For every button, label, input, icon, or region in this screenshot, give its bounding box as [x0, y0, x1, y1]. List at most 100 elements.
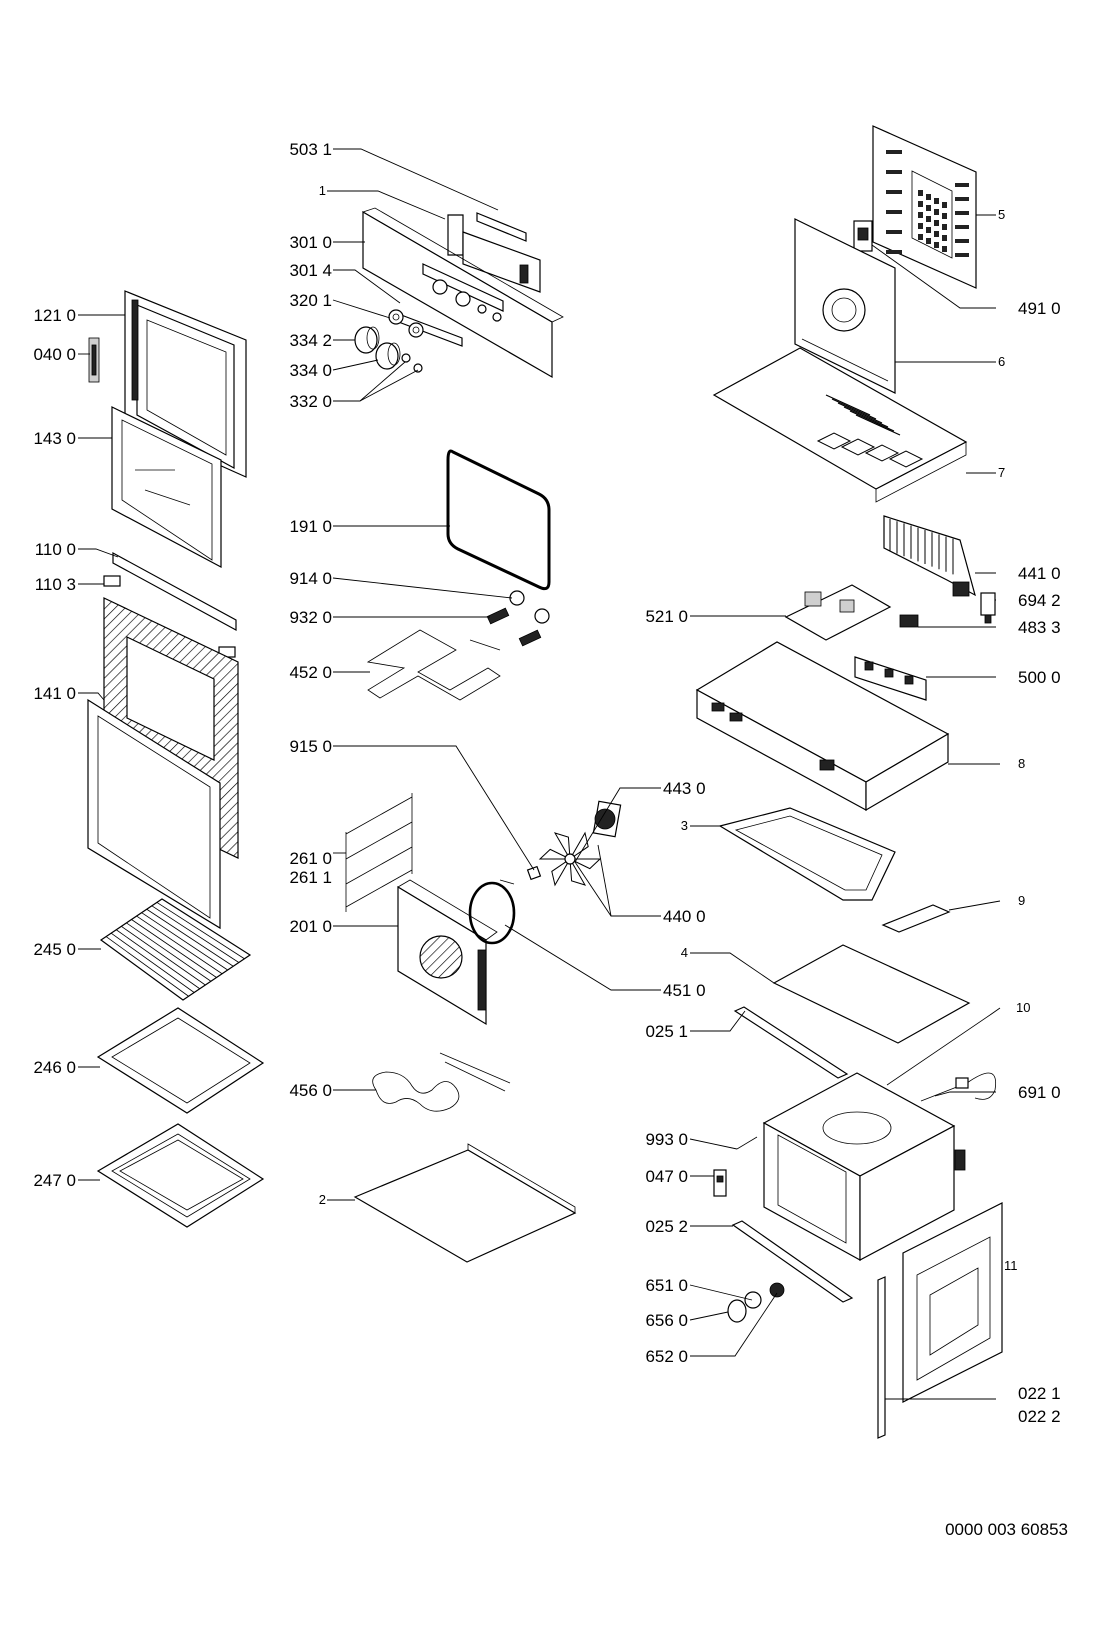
part-labels: 503 1 1 301 0 301 4 320 1 334 2 334 0 33…	[33, 140, 1068, 1539]
label-915-0: 915 0	[289, 737, 332, 756]
part-4-side-plate	[772, 944, 971, 1044]
label-247-0: 247 0	[33, 1171, 76, 1190]
label-521-0: 521 0	[645, 607, 688, 626]
part-915-0-fan-nut	[526, 865, 542, 881]
part-694-2-sensor	[980, 592, 996, 624]
part-10-strip	[886, 1014, 991, 1086]
label-334-0: 334 0	[289, 361, 332, 380]
label-025-2: 025 2	[645, 1217, 688, 1236]
label-651-0: 651 0	[645, 1276, 688, 1295]
label-121-0: 121 0	[33, 306, 76, 325]
label-656-0: 656 0	[645, 1311, 688, 1330]
label-441-0: 441 0	[1018, 564, 1061, 583]
label-5: 5	[998, 207, 1005, 222]
part-301-0-control-panel	[362, 207, 564, 379]
part-691-0-thermostat-probe	[920, 1072, 997, 1102]
part-oven-cavity	[762, 1072, 966, 1262]
label-1: 1	[319, 183, 326, 198]
label-443-0: 443 0	[663, 779, 706, 798]
part-441-0-cooling-fan	[883, 515, 976, 597]
part-334-2-knob	[354, 326, 380, 354]
part-5-rear-cover	[872, 125, 977, 289]
part-993-0-screw	[736, 1136, 758, 1150]
label-694-2: 694 2	[1018, 591, 1061, 610]
part-143-0-inner-glass	[111, 406, 222, 568]
part-201-0-rear-fan-panel	[397, 879, 498, 1026]
part-245-0-wire-rack	[99, 898, 252, 1001]
part-456-0-lower-element	[372, 1052, 511, 1112]
part-652-0-lamp-socket	[769, 1282, 785, 1298]
part-334-0-knob	[375, 342, 401, 370]
label-025-1: 025 1	[645, 1022, 688, 1041]
part-141-0-outer-door-glass	[87, 597, 239, 930]
label-3: 3	[681, 818, 688, 833]
part-521-0-switch-housing	[784, 584, 892, 641]
label-7: 7	[998, 465, 1005, 480]
part-2-bottom-plate	[353, 1143, 577, 1263]
part-320-1-knob-bezel	[388, 309, 424, 338]
label-332-0: 332 0	[289, 392, 332, 411]
label-993-0: 993 0	[645, 1130, 688, 1149]
label-440-0: 440 0	[663, 907, 706, 926]
part-110-0-door-trim	[112, 551, 237, 632]
label-6: 6	[998, 354, 1005, 369]
label-301-4: 301 4	[289, 261, 332, 280]
part-932-0-lamp-holder	[486, 607, 542, 647]
part-191-0-oven-seal	[446, 449, 551, 591]
label-491-0: 491 0	[1018, 299, 1061, 318]
label-334-2: 334 2	[289, 331, 332, 350]
label-10: 10	[1016, 1000, 1030, 1015]
leader-lines	[78, 148, 1001, 1400]
label-141-0: 141 0	[33, 684, 76, 703]
label-652-0: 652 0	[645, 1347, 688, 1366]
label-9: 9	[1018, 893, 1025, 908]
label-451-0: 451 0	[663, 981, 706, 1000]
part-1-control-bracket	[447, 214, 541, 293]
part-040-0-hinge	[88, 337, 100, 383]
part-483-3-connector	[899, 614, 919, 628]
label-110-3: 110 3	[35, 575, 76, 594]
part-9-bracket	[881, 904, 951, 933]
label-201-0: 201 0	[289, 917, 332, 936]
part-246-0-baking-tray	[96, 1007, 265, 1114]
part-500-0-switch-block	[854, 656, 927, 701]
part-451-0-ring-element	[468, 879, 516, 945]
part-3-air-deflector	[718, 807, 896, 901]
label-022-2: 022 2	[1018, 1407, 1061, 1426]
label-320-1: 320 1	[289, 291, 332, 310]
label-500-0: 500 0	[1018, 668, 1061, 687]
label-2: 2	[319, 1192, 326, 1207]
label-691-0: 691 0	[1018, 1083, 1061, 1102]
part-651-0-lamp-glass	[744, 1291, 762, 1309]
part-11-side-wall	[902, 1202, 1003, 1403]
part-047-0-clip	[713, 1169, 727, 1197]
part-491-0-terminal-block	[853, 220, 873, 252]
document-id: 0000 003 60853	[945, 1520, 1068, 1539]
label-452-0: 452 0	[289, 663, 332, 682]
label-047-0: 047 0	[645, 1167, 688, 1186]
part-7-top-cover	[712, 347, 968, 503]
label-022-1: 022 1	[1018, 1384, 1061, 1403]
label-261-1: 261 1	[289, 868, 332, 887]
label-191-0: 191 0	[289, 517, 332, 536]
label-246-0: 246 0	[33, 1058, 76, 1077]
label-914-0: 914 0	[289, 569, 332, 588]
label-143-0: 143 0	[33, 429, 76, 448]
label-110-0: 110 0	[35, 540, 76, 559]
part-440-0-fan-motor	[592, 800, 622, 838]
part-8-chassis	[695, 641, 950, 812]
label-301-0: 301 0	[289, 233, 332, 252]
part-247-0-deep-tray	[96, 1123, 265, 1228]
label-932-0: 932 0	[289, 608, 332, 627]
part-6-back-wall	[794, 218, 896, 394]
part-656-0-lamp-bulb	[727, 1299, 747, 1323]
label-040-0: 040 0	[33, 345, 76, 364]
part-332-0-knob-spring	[401, 353, 423, 373]
part-503-1-bracket	[476, 212, 527, 242]
label-261-0: 261 0	[289, 849, 332, 868]
label-483-3: 483 3	[1018, 618, 1061, 637]
label-4: 4	[681, 945, 688, 960]
label-11: 11	[1004, 1258, 1018, 1273]
label-8: 8	[1018, 756, 1025, 771]
part-452-0-grill-element	[366, 629, 501, 701]
